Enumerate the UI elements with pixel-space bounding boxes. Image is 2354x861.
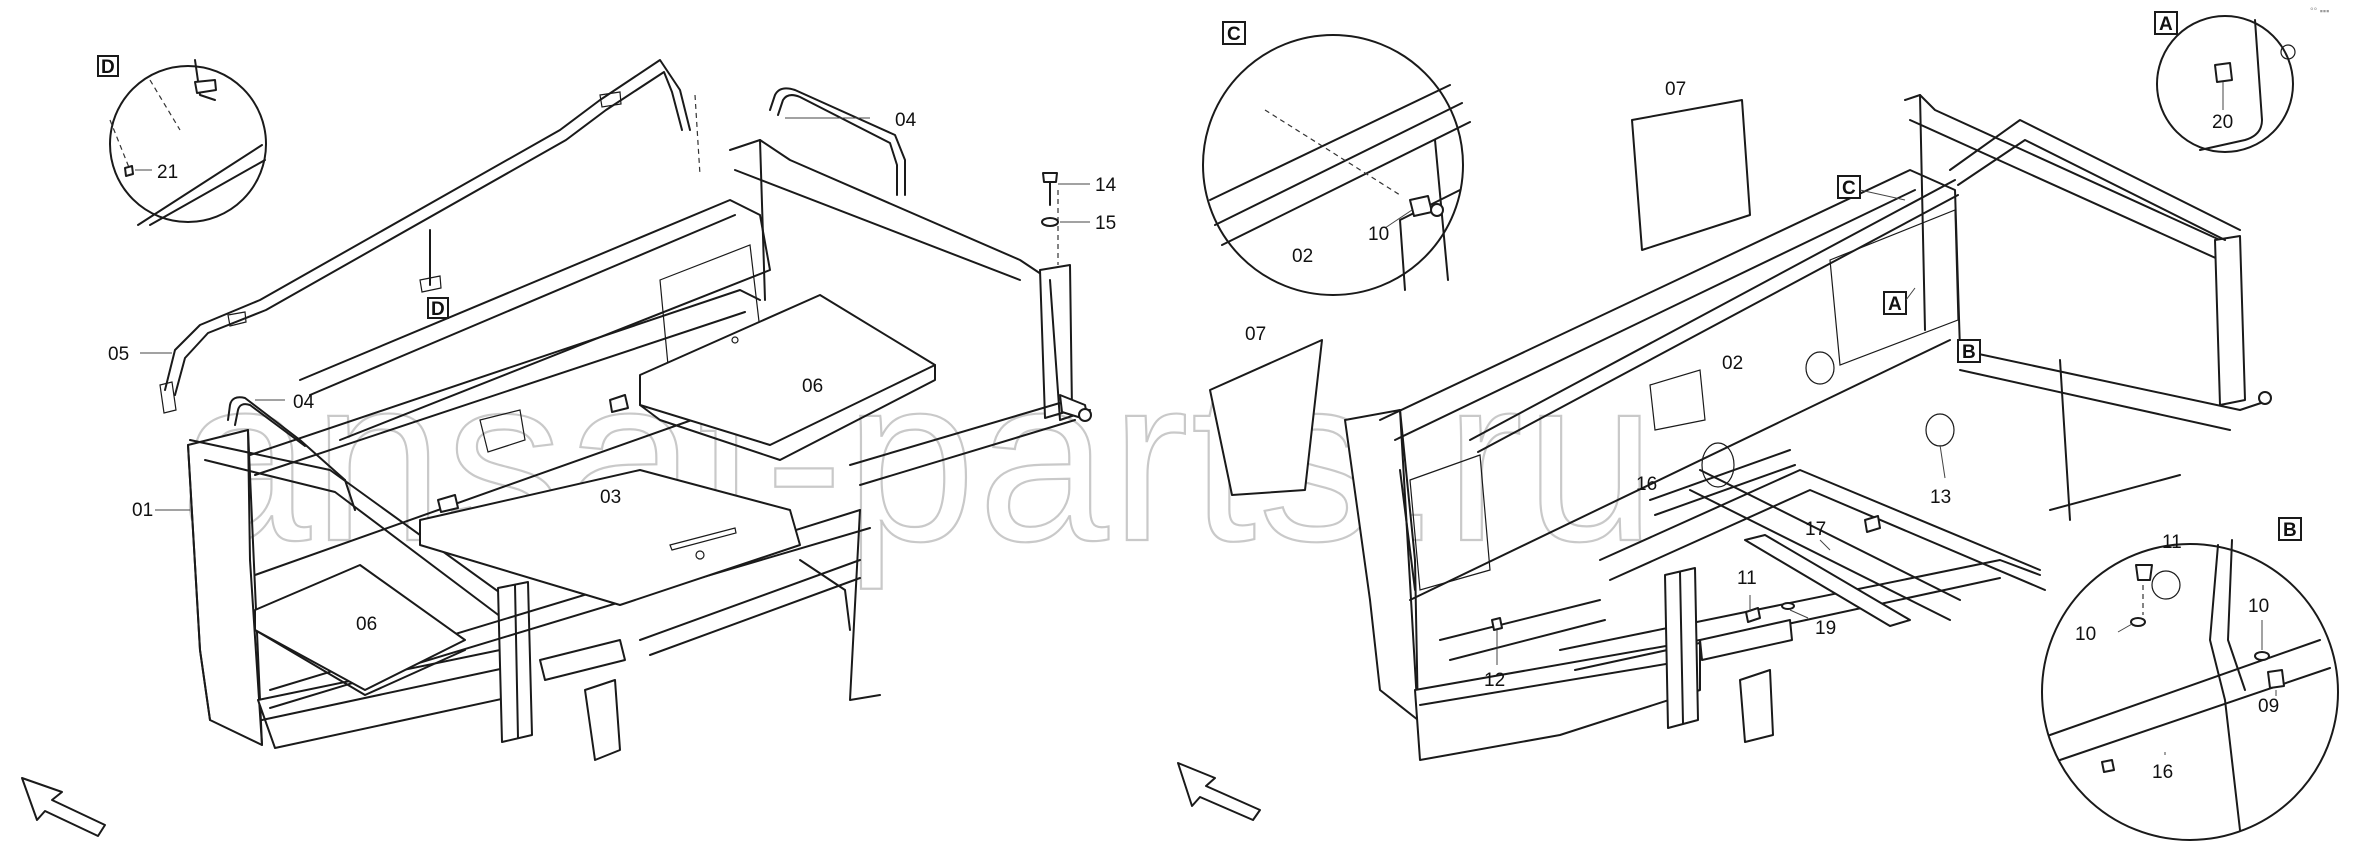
label-14: 14 xyxy=(1095,175,1117,196)
detail-B: 11 10 10 09 16 B xyxy=(2041,517,2339,841)
label-19: 19 xyxy=(1815,618,1836,639)
detail-A-label-20: 20 xyxy=(2212,112,2233,133)
label-17: 17 xyxy=(1805,519,1826,540)
detail-A: 20 A xyxy=(2154,11,2296,153)
right-callouts: 02 07 07 11 12 13 16 17 19 C A B xyxy=(1245,79,1981,691)
detail-B-label-10-left: 10 xyxy=(2075,624,2096,645)
detail-D: 21 D xyxy=(97,55,267,226)
detail-ref-D-left: D xyxy=(431,299,445,320)
left-frame-assembly xyxy=(21,59,1092,837)
label-13: 13 xyxy=(1930,487,1951,508)
label-11: 11 xyxy=(1737,568,1757,589)
detail-D-title: D xyxy=(101,57,115,78)
detail-C: 02 10 C xyxy=(1202,21,1471,296)
left-view-arrow xyxy=(21,777,106,837)
label-15: 15 xyxy=(1095,213,1116,234)
label-01: 01 xyxy=(132,500,153,521)
label-07-top: 07 xyxy=(1665,79,1686,100)
label-05: 05 xyxy=(108,344,129,365)
label-02: 02 xyxy=(1722,353,1743,374)
label-06-lower: 06 xyxy=(356,614,377,635)
corner-mark: °° ▪▪▪ xyxy=(2310,6,2329,16)
detail-B-label-09: 09 xyxy=(2258,696,2279,717)
detail-C-label-02: 02 xyxy=(1292,246,1313,267)
label-07-center: 07 xyxy=(1245,324,1266,345)
label-04-rear: 04 xyxy=(895,110,917,131)
right-frame-assembly xyxy=(1177,94,2272,821)
label-06-upper: 06 xyxy=(802,376,823,397)
label-03: 03 xyxy=(600,487,621,508)
label-16: 16 xyxy=(1636,474,1657,495)
detail-ref-A: A xyxy=(1888,294,1902,315)
detail-B-label-16: 16 xyxy=(2152,762,2173,783)
detail-D-label-21: 21 xyxy=(157,162,178,183)
detail-ref-C: C xyxy=(1842,178,1856,199)
detail-B-label-10-right: 10 xyxy=(2248,596,2269,617)
detail-C-label-10: 10 xyxy=(1368,224,1389,245)
detail-ref-B: B xyxy=(1962,342,1976,363)
detail-C-title: C xyxy=(1227,24,1241,45)
label-12: 12 xyxy=(1484,670,1505,691)
detail-B-title: B xyxy=(2283,520,2297,541)
label-04-front: 04 xyxy=(293,392,315,413)
detail-A-title: A xyxy=(2159,14,2173,35)
left-callouts: 01 03 04 04 05 06 06 14 15 D xyxy=(108,110,1117,635)
detail-B-label-11: 11 xyxy=(2162,532,2182,553)
right-view-arrow xyxy=(1177,762,1261,821)
